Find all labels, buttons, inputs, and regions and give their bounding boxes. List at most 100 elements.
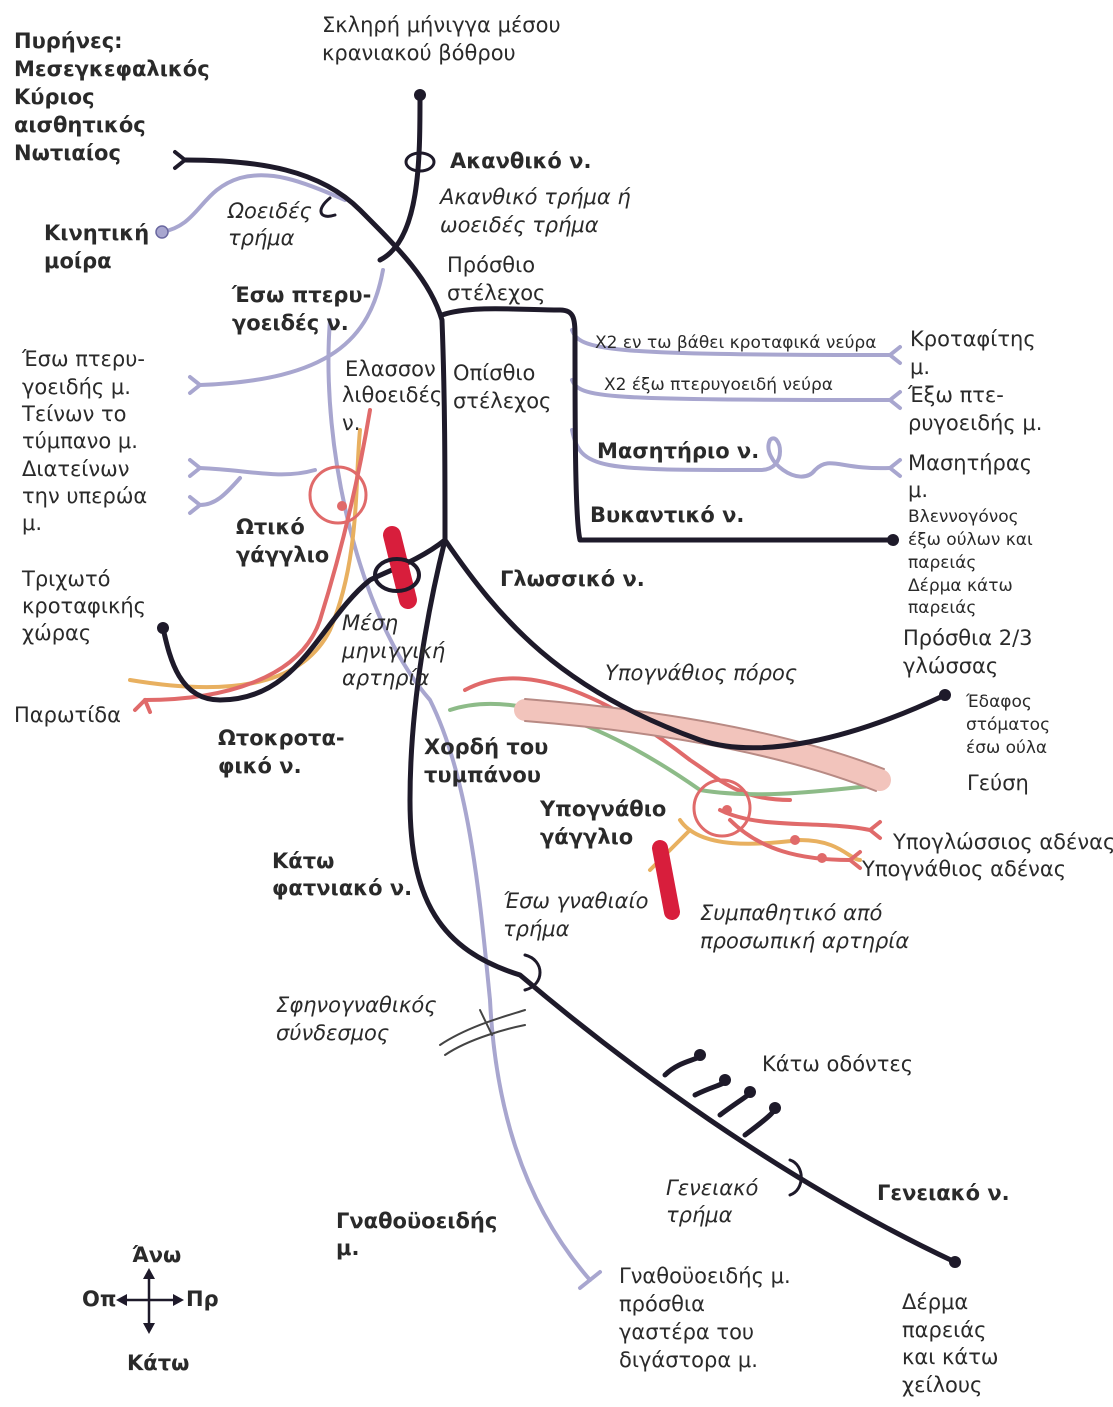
mylohyoid-targets-label-3: γαστέρα του <box>619 1320 754 1344</box>
sympathetic-label-2: προσωπική αρτηρία <box>700 929 909 953</box>
mouth-floor-label-1: Έδαφος <box>965 692 1032 712</box>
medial-pterygoid-muscles-label-3: Τείνων το <box>21 402 127 426</box>
tongue-label-1: Πρόσθια 2/3 <box>903 626 1033 650</box>
motor-root-label-1: Κινητική <box>44 221 149 245</box>
posterior-trunk-label-1: Οπίσθιο <box>453 361 535 385</box>
posterior-trunk-label-2: στέλεχος <box>453 389 551 413</box>
lesser-petrosal-label-2: λιθοειδές <box>342 383 442 407</box>
sphenomandibular-label-1: Σφηνογναθικός <box>276 993 437 1017</box>
mylohyoid-targets-label-2: πρόσθια <box>619 1292 705 1316</box>
gland-dot-1 <box>790 835 800 845</box>
inferior-alveolar-label-2: φατνιακό ν. <box>272 876 412 900</box>
compass-right: Πρ <box>186 1287 219 1311</box>
sphenomandibular-ligament <box>439 1009 526 1056</box>
otic-ganglion-label-2: γάγγλιο <box>236 543 329 567</box>
nuclei-label-2: Μεσεγκεφαλικός <box>14 57 210 81</box>
taste-label: Γεύση <box>967 771 1029 795</box>
sympathetic-label-1: Συμπαθητικό από <box>700 901 883 925</box>
dura-endpoint <box>414 89 426 101</box>
teeth-endpoint-2 <box>719 1074 731 1086</box>
medial-pterygoid-muscles-label-1: Έσω πτερυ- <box>21 347 145 371</box>
lateral-pterygoid-muscle-label-2: ρυγοειδής μ. <box>908 411 1042 435</box>
sphenomandibular-label-2: σύνδεσμος <box>276 1021 389 1045</box>
masseter-label-1: Μασητήρας <box>908 451 1032 475</box>
chorda-taste <box>448 702 882 797</box>
chin-endpoint <box>949 1256 961 1268</box>
chin-skin-label-4: χείλους <box>902 1373 982 1397</box>
temporal-skin-label-2: κροταφικής <box>22 594 146 618</box>
lingual-path <box>442 537 948 751</box>
mental-foramen-label-2: τρήμα <box>666 1203 733 1227</box>
mental-ring <box>788 1158 803 1197</box>
sublingual-gland-label: Υπογλώσσιος αδένας <box>892 830 1113 854</box>
teeth-endpoint-4 <box>769 1102 781 1114</box>
buccal-nerve-label: Βυκαντικό ν. <box>590 503 744 527</box>
spinous-nerve-path <box>377 92 423 263</box>
medial-pterygoid-muscles-label-2: γοειδής μ. <box>22 375 131 399</box>
deep-temporal-label: X2 εν τω βάθει κροταφικά νεύρα <box>595 333 876 353</box>
masseteric-branch <box>570 428 892 479</box>
nuclei-label-5: Νωτιαίος <box>14 141 121 165</box>
chin-skin-label-3: και κάτω <box>902 1345 998 1369</box>
orientation-compass: Άνω Κάτω Οπ Πρ <box>82 1243 219 1375</box>
spinous-foramen-label-2: ωοειδές τρήμα <box>440 213 599 237</box>
anterior-trunk-path <box>439 306 896 543</box>
teeth-branches <box>662 1052 778 1138</box>
submandibular-ganglion-label-1: Υπογνάθιο <box>539 797 666 821</box>
ganglion-fibers <box>648 818 862 872</box>
parotid-label: Παρωτίδα <box>14 703 121 727</box>
mouth-floor-label-3: έσω ούλα <box>966 738 1047 758</box>
mylohyoid-targets-label-4: διγάστορα μ. <box>619 1348 758 1372</box>
medial-pterygoid-branch <box>198 268 385 387</box>
tongue-endpoint <box>939 689 951 701</box>
teeth-endpoint-3 <box>744 1086 756 1098</box>
temporalis-label-1: Κροταφίτης <box>910 327 1036 351</box>
medial-pterygoid-nerve-label-2: γοειδές ν. <box>232 311 349 335</box>
lateral-pterygoid-muscle-label-1: Έξω πτε- <box>907 383 1004 407</box>
mylohyoid-targets-label-1: Γναθοϋοειδής μ. <box>619 1264 791 1288</box>
temporalis-fork <box>888 345 902 365</box>
medial-pterygoid-nerve-label-1: Έσω πτερυ- <box>231 283 371 307</box>
middle-meningeal-label-1: Μέση <box>342 611 398 635</box>
mouth-floor-label-2: στόματος <box>966 715 1050 735</box>
otic-ganglion-label-1: Ωτικό <box>236 515 305 539</box>
compass-arrows <box>120 1272 180 1330</box>
chin-skin-label-2: παρειάς <box>902 1318 986 1342</box>
mandibular-foramen-label-1: Έσω γναθιαίο <box>503 889 648 913</box>
mental-nerve-label: Γενειακό ν. <box>877 1181 1010 1205</box>
anterior-trunk-label-2: στέλεχος <box>447 281 545 305</box>
dura-label-1: Σκληρή μήνιγγα μέσου <box>322 13 561 37</box>
mandibular-ring <box>523 953 542 992</box>
mylohyoid-label-2: μ. <box>336 1236 359 1260</box>
buccal-targets-label-4: Δέρμα κάτω <box>908 576 1013 596</box>
nuclei-label-3: Κύριος <box>14 85 95 109</box>
spinous-foramen-label-1: Ακανθικό τρήμα ή <box>438 185 631 209</box>
facial-artery <box>652 840 680 920</box>
teeth-endpoint-1 <box>694 1049 706 1061</box>
submandibular-ganglion-circle <box>692 778 752 838</box>
buccal-targets-label-1: Βλεννογόνος <box>908 507 1019 527</box>
submandibular-ganglion-label-2: γάγγλιο <box>540 825 633 849</box>
motor-root-endpoint <box>155 225 169 239</box>
mylohyoid-fork <box>578 1270 602 1290</box>
submandibular-duct-label: Υπογνάθιος πόρος <box>605 661 797 685</box>
motor-root-label-2: μοίρα <box>44 249 112 273</box>
masseteric-nerve-label: Μασητήριο ν. <box>597 439 759 463</box>
lateral-pterygoid-nerves-label: X2 έξω πτερυγοειδή νεύρα <box>604 375 833 395</box>
medial-pterygoid-muscles-label-4: τύμπανο μ. <box>22 429 138 453</box>
mental-foramen-label-1: Γενειακό <box>666 1176 758 1200</box>
temporal-skin-label-1: Τριχωτό <box>21 567 110 591</box>
middle-meningeal-label-2: μηνιγγική <box>341 639 445 663</box>
oval-foramen-label-1: Ωοειδές <box>227 199 312 223</box>
medial-pterygoid-muscles-label-6: την υπερώα <box>22 484 147 508</box>
buccal-endpoint <box>887 534 899 546</box>
tensor-branch <box>198 466 317 507</box>
temporal-skin-label-3: χώρας <box>22 621 91 645</box>
spinous-ring <box>404 151 436 173</box>
masseter-fork <box>888 458 902 478</box>
oval-ring <box>319 196 337 218</box>
gland-forks <box>848 820 882 870</box>
masseter-label-2: μ. <box>908 478 928 502</box>
lower-teeth-label: Κάτω οδόντες <box>762 1052 913 1076</box>
